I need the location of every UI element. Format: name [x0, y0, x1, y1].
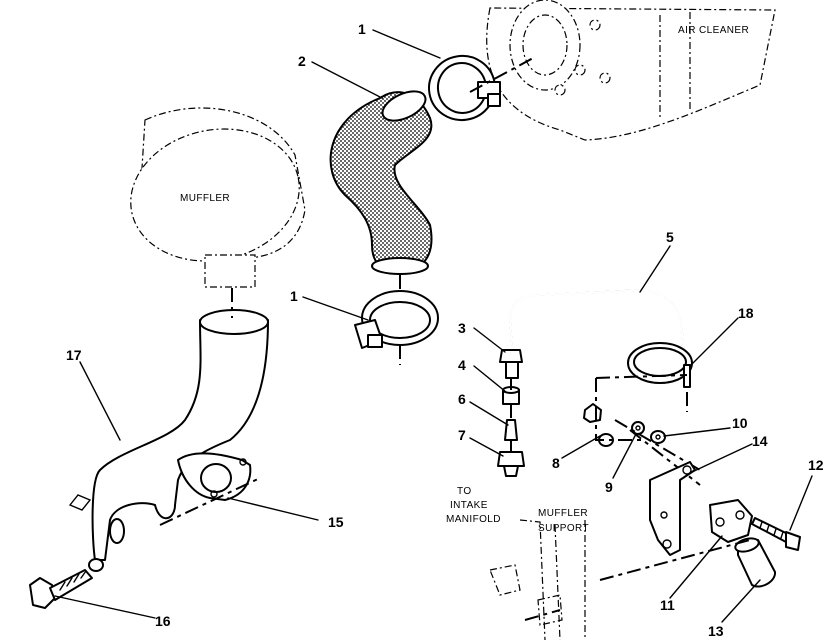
callout-3: 3 [458, 320, 466, 336]
flat-washer-10 [650, 430, 666, 444]
muffler-body: MUFFLER [130, 107, 306, 288]
callout-15: 15 [328, 514, 344, 530]
muffler-support-line1: MUFFLER [538, 508, 588, 519]
muffler-support-line2: SUPPORT [538, 523, 589, 534]
callout-1-bottom: 1 [290, 288, 298, 304]
ferrule-sleeve-4 [502, 386, 520, 405]
muffler-label: MUFFLER [180, 193, 230, 204]
callout-leaders [54, 29, 813, 623]
callout-4: 4 [458, 357, 466, 373]
mounting-bracket [649, 461, 696, 556]
callout-6: 6 [458, 391, 466, 407]
callout-numbers: 1 2 1 5 18 3 4 6 7 8 9 10 14 12 11 13 15… [66, 21, 824, 639]
callout-13: 13 [708, 623, 724, 639]
air-cleaner-label: AIR CLEANER [678, 25, 749, 36]
air-intake-hose [329, 90, 433, 275]
callout-1-top: 1 [358, 21, 366, 37]
flange-plate [709, 499, 753, 543]
callout-5: 5 [666, 229, 674, 245]
vacuum-line [508, 288, 685, 356]
hose-clamp-top [428, 54, 501, 122]
callout-2: 2 [298, 53, 306, 69]
screw-12 [751, 517, 801, 551]
callout-11: 11 [660, 597, 675, 613]
callout-14: 14 [752, 433, 768, 449]
callout-12: 12 [808, 457, 824, 473]
callout-8: 8 [552, 455, 560, 471]
exhaust-bolt [29, 569, 93, 609]
connector-7 [497, 451, 525, 477]
callout-16: 16 [155, 613, 171, 629]
to-intake-line1: TO [457, 486, 472, 497]
callout-9: 9 [605, 479, 613, 495]
fitting-nut-3 [499, 349, 523, 379]
callout-18: 18 [738, 305, 754, 321]
insert-6 [504, 419, 518, 441]
line-clamp [627, 342, 693, 388]
sensor-13 [734, 537, 776, 588]
to-intake-line2: INTAKE [450, 500, 488, 511]
muffler-support-structure: MUFFLER SUPPORT [489, 508, 589, 640]
air-cleaner-housing: AIR CLEANER [486, 0, 776, 141]
to-intake-line3: MANIFOLD [446, 514, 501, 525]
callout-10: 10 [732, 415, 748, 431]
exhaust-pipe [68, 309, 269, 572]
callout-17: 17 [66, 347, 82, 363]
callout-7: 7 [458, 427, 466, 443]
